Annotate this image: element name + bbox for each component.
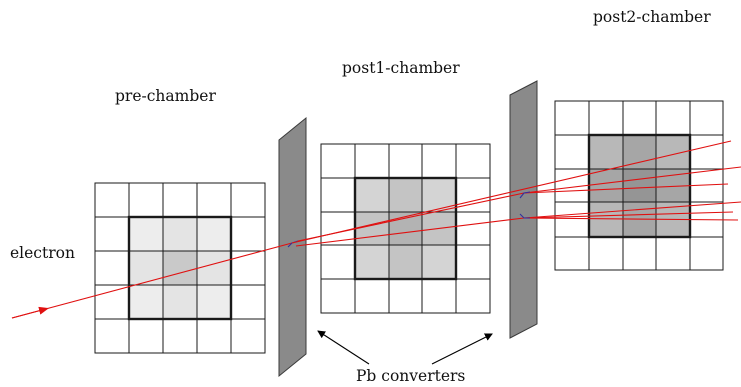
incoming-electron-arrow bbox=[11, 306, 49, 319]
pre-chamber-core bbox=[127, 215, 233, 321]
particle-tracks bbox=[11, 140, 741, 319]
pad bbox=[163, 251, 197, 285]
shower-track bbox=[291, 140, 732, 244]
pb-converters-label: Pb converters bbox=[356, 367, 465, 385]
post1-chamber-grid bbox=[320, 143, 491, 314]
pre-chamber-inner-pads bbox=[129, 217, 231, 319]
pb-converter-plate-2 bbox=[509, 80, 538, 339]
shower-track bbox=[523, 217, 739, 221]
post1-chamber-label: post1-chamber bbox=[342, 59, 460, 77]
pad bbox=[589, 169, 623, 202]
shower-track bbox=[295, 217, 525, 247]
pad bbox=[623, 135, 656, 169]
pre-chamber-grid bbox=[94, 182, 266, 354]
pad bbox=[422, 245, 456, 279]
pad bbox=[355, 178, 389, 212]
pad bbox=[389, 245, 422, 279]
post2-chamber-label: post2-chamber bbox=[593, 8, 711, 26]
electron-label: electron bbox=[10, 244, 75, 262]
pad bbox=[623, 169, 656, 202]
pad bbox=[389, 212, 422, 245]
pb-converter-plate-1 bbox=[278, 116, 307, 378]
pad bbox=[197, 251, 231, 285]
pad bbox=[197, 285, 231, 319]
shower-track bbox=[297, 192, 525, 242]
pre-chamber bbox=[94, 182, 266, 354]
converter-pointer-arrows bbox=[317, 330, 493, 365]
arrow-to-plate-1 bbox=[317, 330, 370, 365]
shower-track bbox=[523, 166, 741, 194]
pad bbox=[163, 285, 197, 319]
pad bbox=[355, 212, 389, 245]
incoming-electron-track bbox=[11, 242, 293, 319]
shower-kink-3 bbox=[519, 213, 530, 219]
post1-chamber bbox=[320, 143, 491, 314]
pad bbox=[422, 178, 456, 212]
pad bbox=[389, 178, 422, 212]
arrow-to-plate-2 bbox=[431, 333, 493, 365]
post1-chamber-inner-pads bbox=[355, 178, 456, 279]
pad bbox=[129, 217, 163, 251]
shower-track bbox=[523, 183, 729, 194]
shower-track bbox=[523, 201, 741, 219]
pad bbox=[129, 251, 163, 285]
shower-track bbox=[523, 211, 734, 219]
pad bbox=[589, 202, 623, 237]
pad bbox=[197, 217, 231, 251]
pad bbox=[355, 245, 389, 279]
pad bbox=[129, 285, 163, 319]
pad bbox=[589, 135, 623, 169]
shower-kink-2 bbox=[519, 191, 531, 199]
pre-chamber-label: pre-chamber bbox=[115, 87, 216, 105]
pad bbox=[163, 217, 197, 251]
